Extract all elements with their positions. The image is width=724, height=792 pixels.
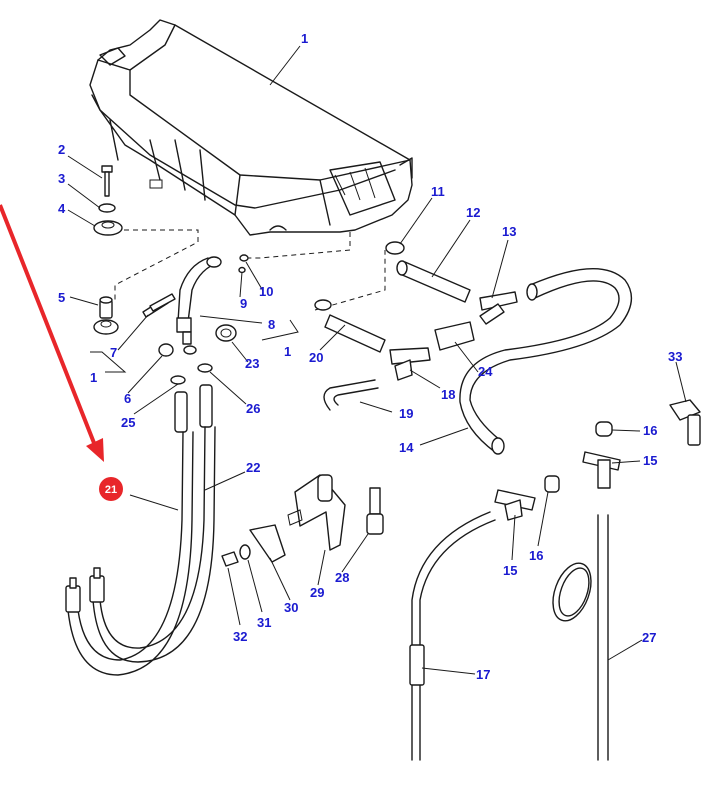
callout-31[interactable]: 31 (257, 615, 271, 630)
callout-32[interactable]: 32 (233, 629, 247, 644)
callout-16-lower[interactable]: 16 (529, 548, 543, 563)
tee-15 (582, 451, 621, 489)
callout-13[interactable]: 13 (502, 224, 516, 239)
highlight-arrow (0, 204, 104, 462)
hose-assembly-22 (65, 384, 216, 676)
callout-15[interactable]: 15 (643, 453, 657, 468)
spacer-5 (93, 296, 119, 335)
callout-11[interactable]: 11 (431, 184, 445, 199)
callout-3[interactable]: 3 (58, 171, 65, 186)
bracket-29 (287, 474, 346, 551)
callout-4[interactable]: 4 (58, 201, 66, 216)
callout-29[interactable]: 29 (310, 585, 324, 600)
callout-28[interactable]: 28 (335, 570, 349, 585)
o-ring-23 (215, 324, 237, 342)
callout-20[interactable]: 20 (309, 350, 323, 365)
tube-17 (409, 511, 496, 761)
hose-20 (314, 299, 386, 353)
hose-loop-14 (459, 267, 633, 455)
reservoir-tank (89, 19, 413, 236)
ring-26 (197, 363, 213, 373)
callout-10[interactable]: 10 (259, 284, 273, 299)
callout-27[interactable]: 27 (642, 630, 656, 645)
callout-33[interactable]: 33 (668, 349, 682, 364)
tee-15-lower (494, 489, 536, 521)
tube-coil-27 (552, 514, 609, 761)
callout-1-left[interactable]: 1 (90, 370, 97, 385)
callout-16[interactable]: 16 (643, 423, 657, 438)
clamp-11 (385, 241, 405, 255)
grommet-4 (93, 220, 123, 236)
washer-3 (98, 203, 116, 213)
callout-17[interactable]: 17 (476, 667, 490, 682)
clip-30 (249, 524, 286, 563)
callout-23[interactable]: 23 (245, 356, 259, 371)
nut-32 (221, 551, 239, 567)
callout-18[interactable]: 18 (441, 387, 455, 402)
callout-2[interactable]: 2 (58, 142, 65, 157)
callout-24[interactable]: 24 (478, 364, 493, 379)
callout-14[interactable]: 14 (399, 440, 414, 455)
bolt-7 (142, 293, 176, 318)
tee-18 (389, 347, 431, 381)
o-ring-6 (158, 343, 174, 357)
callout-1[interactable]: 1 (301, 31, 308, 46)
ring-25 (170, 375, 186, 385)
callout-30[interactable]: 30 (284, 600, 298, 615)
bolt-28 (366, 487, 384, 535)
callout-26[interactable]: 26 (246, 401, 260, 416)
callout-9[interactable]: 9 (240, 296, 247, 311)
hose-12 (396, 260, 471, 303)
callout-7[interactable]: 7 (110, 345, 117, 360)
clamp-10 (239, 254, 249, 262)
callouts: 1 2 3 4 5 7 1 6 25 26 23 1 8 9 10 11 12 … (58, 31, 682, 682)
cap-16 (595, 421, 613, 437)
callout-5[interactable]: 5 (58, 290, 65, 305)
cap-16-lower (544, 475, 560, 493)
washer-31 (239, 544, 251, 560)
tee-13 (479, 291, 518, 325)
hose-24 (434, 321, 475, 351)
callout-12[interactable]: 12 (466, 205, 480, 220)
callout-22[interactable]: 22 (246, 460, 260, 475)
hose-19 (323, 379, 376, 411)
callout-19[interactable]: 19 (399, 406, 413, 421)
callout-21[interactable]: 21 (105, 484, 117, 496)
bolt-2 (101, 165, 113, 197)
callout-1-mid[interactable]: 1 (284, 344, 291, 359)
badge-circle (99, 477, 123, 501)
clamp-9 (238, 266, 246, 274)
highlight-badge[interactable]: 21 (99, 477, 123, 501)
callout-25[interactable]: 25 (121, 415, 135, 430)
callout-6[interactable]: 6 (124, 391, 131, 406)
callout-15-lower[interactable]: 15 (503, 563, 517, 578)
fitting-33 (669, 399, 701, 446)
elbow-hose-8 (176, 256, 222, 355)
callout-8[interactable]: 8 (268, 317, 275, 332)
